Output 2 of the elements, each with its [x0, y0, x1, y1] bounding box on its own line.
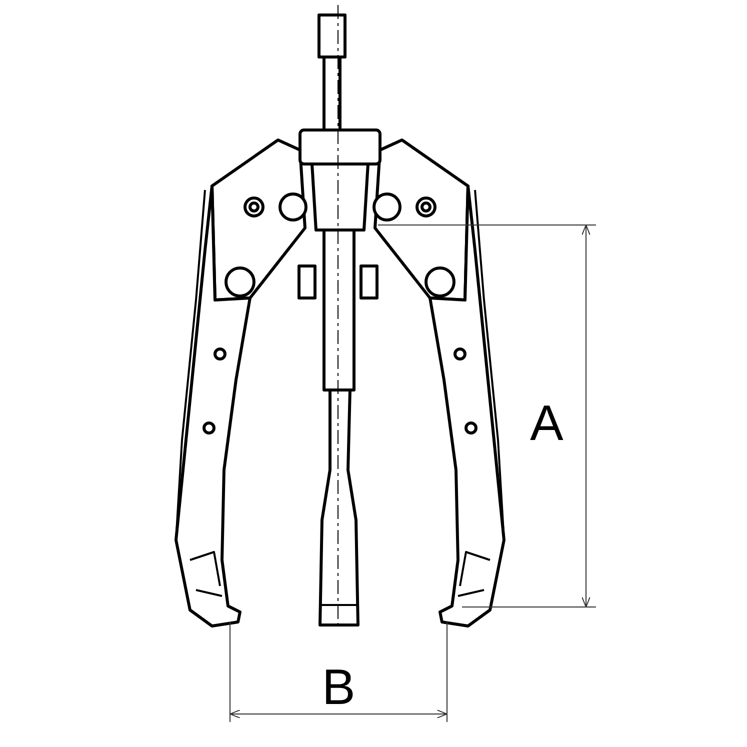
dimension-label: B	[322, 662, 356, 712]
dimension-label: A	[530, 398, 564, 448]
